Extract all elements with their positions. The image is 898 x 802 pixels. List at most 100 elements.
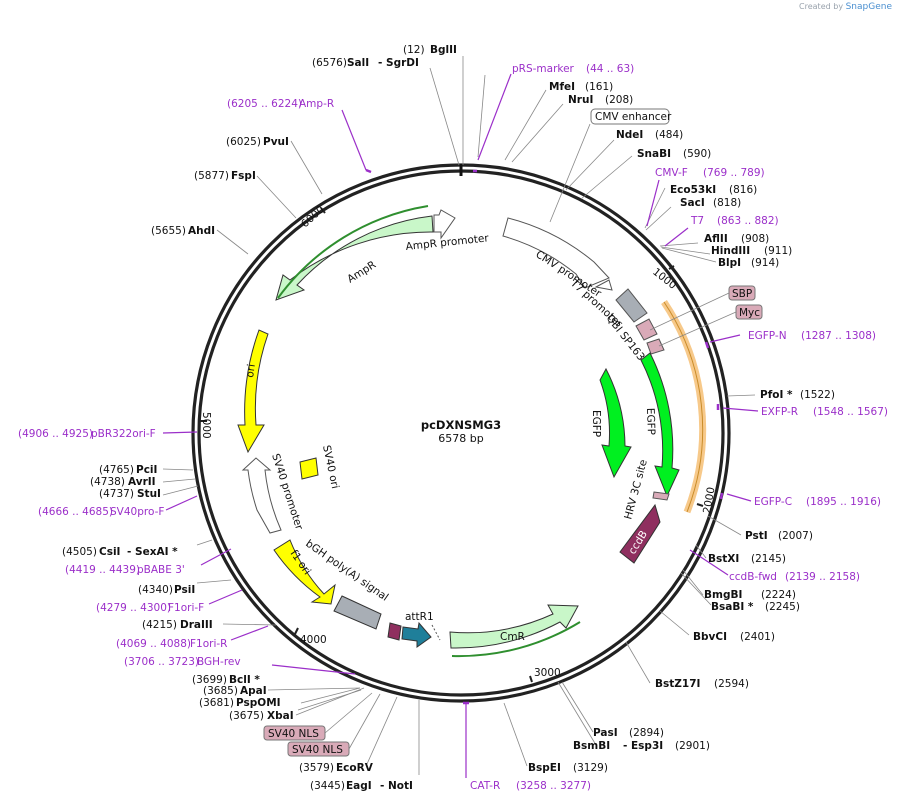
bspei-pos: (3129) — [573, 762, 608, 774]
sv40-nls-1-leader — [324, 692, 373, 734]
cmv-f-name[interactable]: CMV-F — [655, 167, 688, 179]
pasi-name: PasI — [593, 727, 618, 739]
ahdi-name: AhdI — [188, 225, 215, 237]
sali-pos: (6576) — [312, 57, 347, 69]
hrv-3c-site-box[interactable] — [652, 491, 670, 501]
egfp-outer-arrow[interactable] — [640, 352, 680, 498]
attr1-arrow[interactable] — [401, 621, 432, 648]
ecorv-name: EcoRV — [336, 762, 374, 774]
pspomi-name: PspOMI — [236, 697, 281, 709]
cmr-green-underline — [451, 621, 581, 658]
pspomi-pos: (3681) — [199, 697, 234, 709]
sv40-promoter-arrow[interactable] — [241, 457, 282, 534]
f1-ori-arrow[interactable] — [273, 539, 336, 605]
plasmid-name: pcDXNSMG3 — [421, 418, 501, 432]
bmgbi-name: BmgBI — [704, 589, 742, 601]
sexai-name: - SexAI * — [127, 546, 178, 558]
f1ori-f-name[interactable]: F1ori-F — [168, 602, 204, 614]
egfp-c-range: (1895 .. 1916) — [806, 496, 881, 508]
pbr322ori-f-name[interactable]: pBR322ori-F — [91, 428, 156, 440]
ndei-name: NdeI — [616, 129, 643, 141]
ampr-promoter-label: AmpR promoter — [405, 232, 490, 253]
saci-name: SacI — [680, 197, 705, 209]
bspei-name: BspEI — [528, 762, 561, 774]
f1ori-r-range: (4069 .. 4088) — [116, 638, 191, 650]
prs-marker-name[interactable]: pRS-marker — [512, 63, 575, 75]
ruler-ticks — [200, 207, 704, 683]
nrui-name: NruI — [568, 94, 593, 106]
eagi-name: EagI — [346, 780, 372, 792]
ori-arrow[interactable] — [237, 329, 269, 454]
psti-pos: (2007) — [778, 530, 813, 542]
sbp-leader — [649, 292, 730, 331]
pbabe3-name[interactable]: pBABE 3' — [137, 564, 185, 576]
ndei-pos: (484) — [655, 129, 683, 141]
csii-name: CsiI — [99, 546, 120, 558]
qbi-sp163-label: QBI SP163 — [604, 312, 647, 363]
bgh-polya-box[interactable] — [333, 595, 382, 630]
egfp-outer-label: EGFP — [644, 408, 657, 436]
pbr322ori-f-range: (4906 .. 4925) — [18, 428, 93, 440]
bglii-name: BglII — [430, 44, 457, 56]
bgh-rev-range: (3706 .. 3723) — [124, 656, 199, 668]
bsmbi-name: BsmBI — [573, 740, 610, 752]
noti-name: - NotI — [380, 780, 413, 792]
bgh-rev-name[interactable]: BGH-rev — [197, 656, 241, 668]
attr1-label: attR1 — [405, 611, 434, 623]
draiii-name: DraIII — [180, 619, 213, 631]
hindiii-pos: (911) — [764, 245, 792, 257]
pcii-name: PciI — [136, 464, 157, 476]
eagi-pos: (3445) — [310, 780, 345, 792]
psti-name: PstI — [745, 530, 768, 542]
xbai-name: XbaI — [267, 710, 294, 722]
egfp-c-name[interactable]: EGFP-C — [754, 496, 792, 508]
sali-name: SalI — [347, 57, 369, 69]
bstxi-name: BstXI — [708, 553, 739, 565]
egfp-n-range: (1287 .. 1308) — [801, 330, 876, 342]
plasmid-size: 6578 bp — [438, 432, 483, 445]
pasi-pos: (2894) — [629, 727, 664, 739]
ampr-promoter-arrow[interactable] — [433, 209, 456, 240]
t7-name[interactable]: T7 — [690, 215, 704, 227]
cmr-arrow[interactable] — [449, 604, 579, 649]
tick-5000: 5000 — [200, 412, 212, 439]
egfp-inner-label: EGFP — [590, 410, 602, 437]
lac-uv5-marker — [431, 624, 441, 641]
ampr-arrow[interactable] — [275, 215, 434, 301]
pfoi-pos: (1522) — [800, 389, 835, 401]
bglii-pos: (12) — [403, 44, 425, 56]
pfoi-name: PfoI * — [760, 389, 793, 401]
t7-promoter-arrow[interactable] — [594, 279, 613, 291]
snapgene-logo: SnapGene — [845, 2, 892, 12]
stui-pos: (4737) — [99, 488, 134, 500]
f1ori-r-name[interactable]: F1ori-R — [190, 638, 227, 650]
ccdb-fwd-name[interactable]: ccdB-fwd — [729, 571, 777, 583]
bmgbi-pos: (2224) — [761, 589, 796, 601]
ori-label: ori — [244, 363, 258, 378]
exfp-r-name[interactable]: EXFP-R — [761, 406, 798, 418]
blpi-name: BlpI — [718, 257, 741, 269]
attr1-pink-box[interactable] — [387, 622, 402, 641]
cmv-promoter-arrow[interactable] — [502, 217, 610, 289]
sbp-box[interactable] — [635, 318, 658, 341]
pcii-pos: (4765) — [99, 464, 134, 476]
cat-r-name[interactable]: CAT-R — [470, 780, 500, 792]
sv40pro-f-name[interactable]: SV40pro-F — [110, 506, 164, 518]
amp-r-name[interactable]: Amp-R — [299, 98, 334, 110]
sv40-ori-box[interactable] — [299, 457, 319, 480]
sv40pro-f-range: (4666 .. 4685) — [38, 506, 113, 518]
tick-4000: 4000 — [300, 634, 327, 646]
bstxi-pos: (2145) — [751, 553, 786, 565]
myc-box[interactable] — [646, 338, 665, 355]
apai-name: ApaI — [240, 685, 267, 697]
ccdb-arrow[interactable] — [619, 503, 661, 564]
bsabi-pos: (2245) — [765, 601, 800, 613]
egfp-inner-arrow[interactable] — [599, 367, 632, 479]
egfp-n-name[interactable]: EGFP-N — [748, 330, 787, 342]
bstz17i-pos: (2594) — [714, 678, 749, 690]
cmv-enhancer-box[interactable] — [590, 108, 670, 125]
avrii-name: AvrII — [128, 476, 156, 488]
cmv-f-range: (769 .. 789) — [703, 167, 765, 179]
qbi-sp163-box[interactable] — [615, 288, 648, 323]
psii-pos: (4340) — [138, 584, 173, 596]
